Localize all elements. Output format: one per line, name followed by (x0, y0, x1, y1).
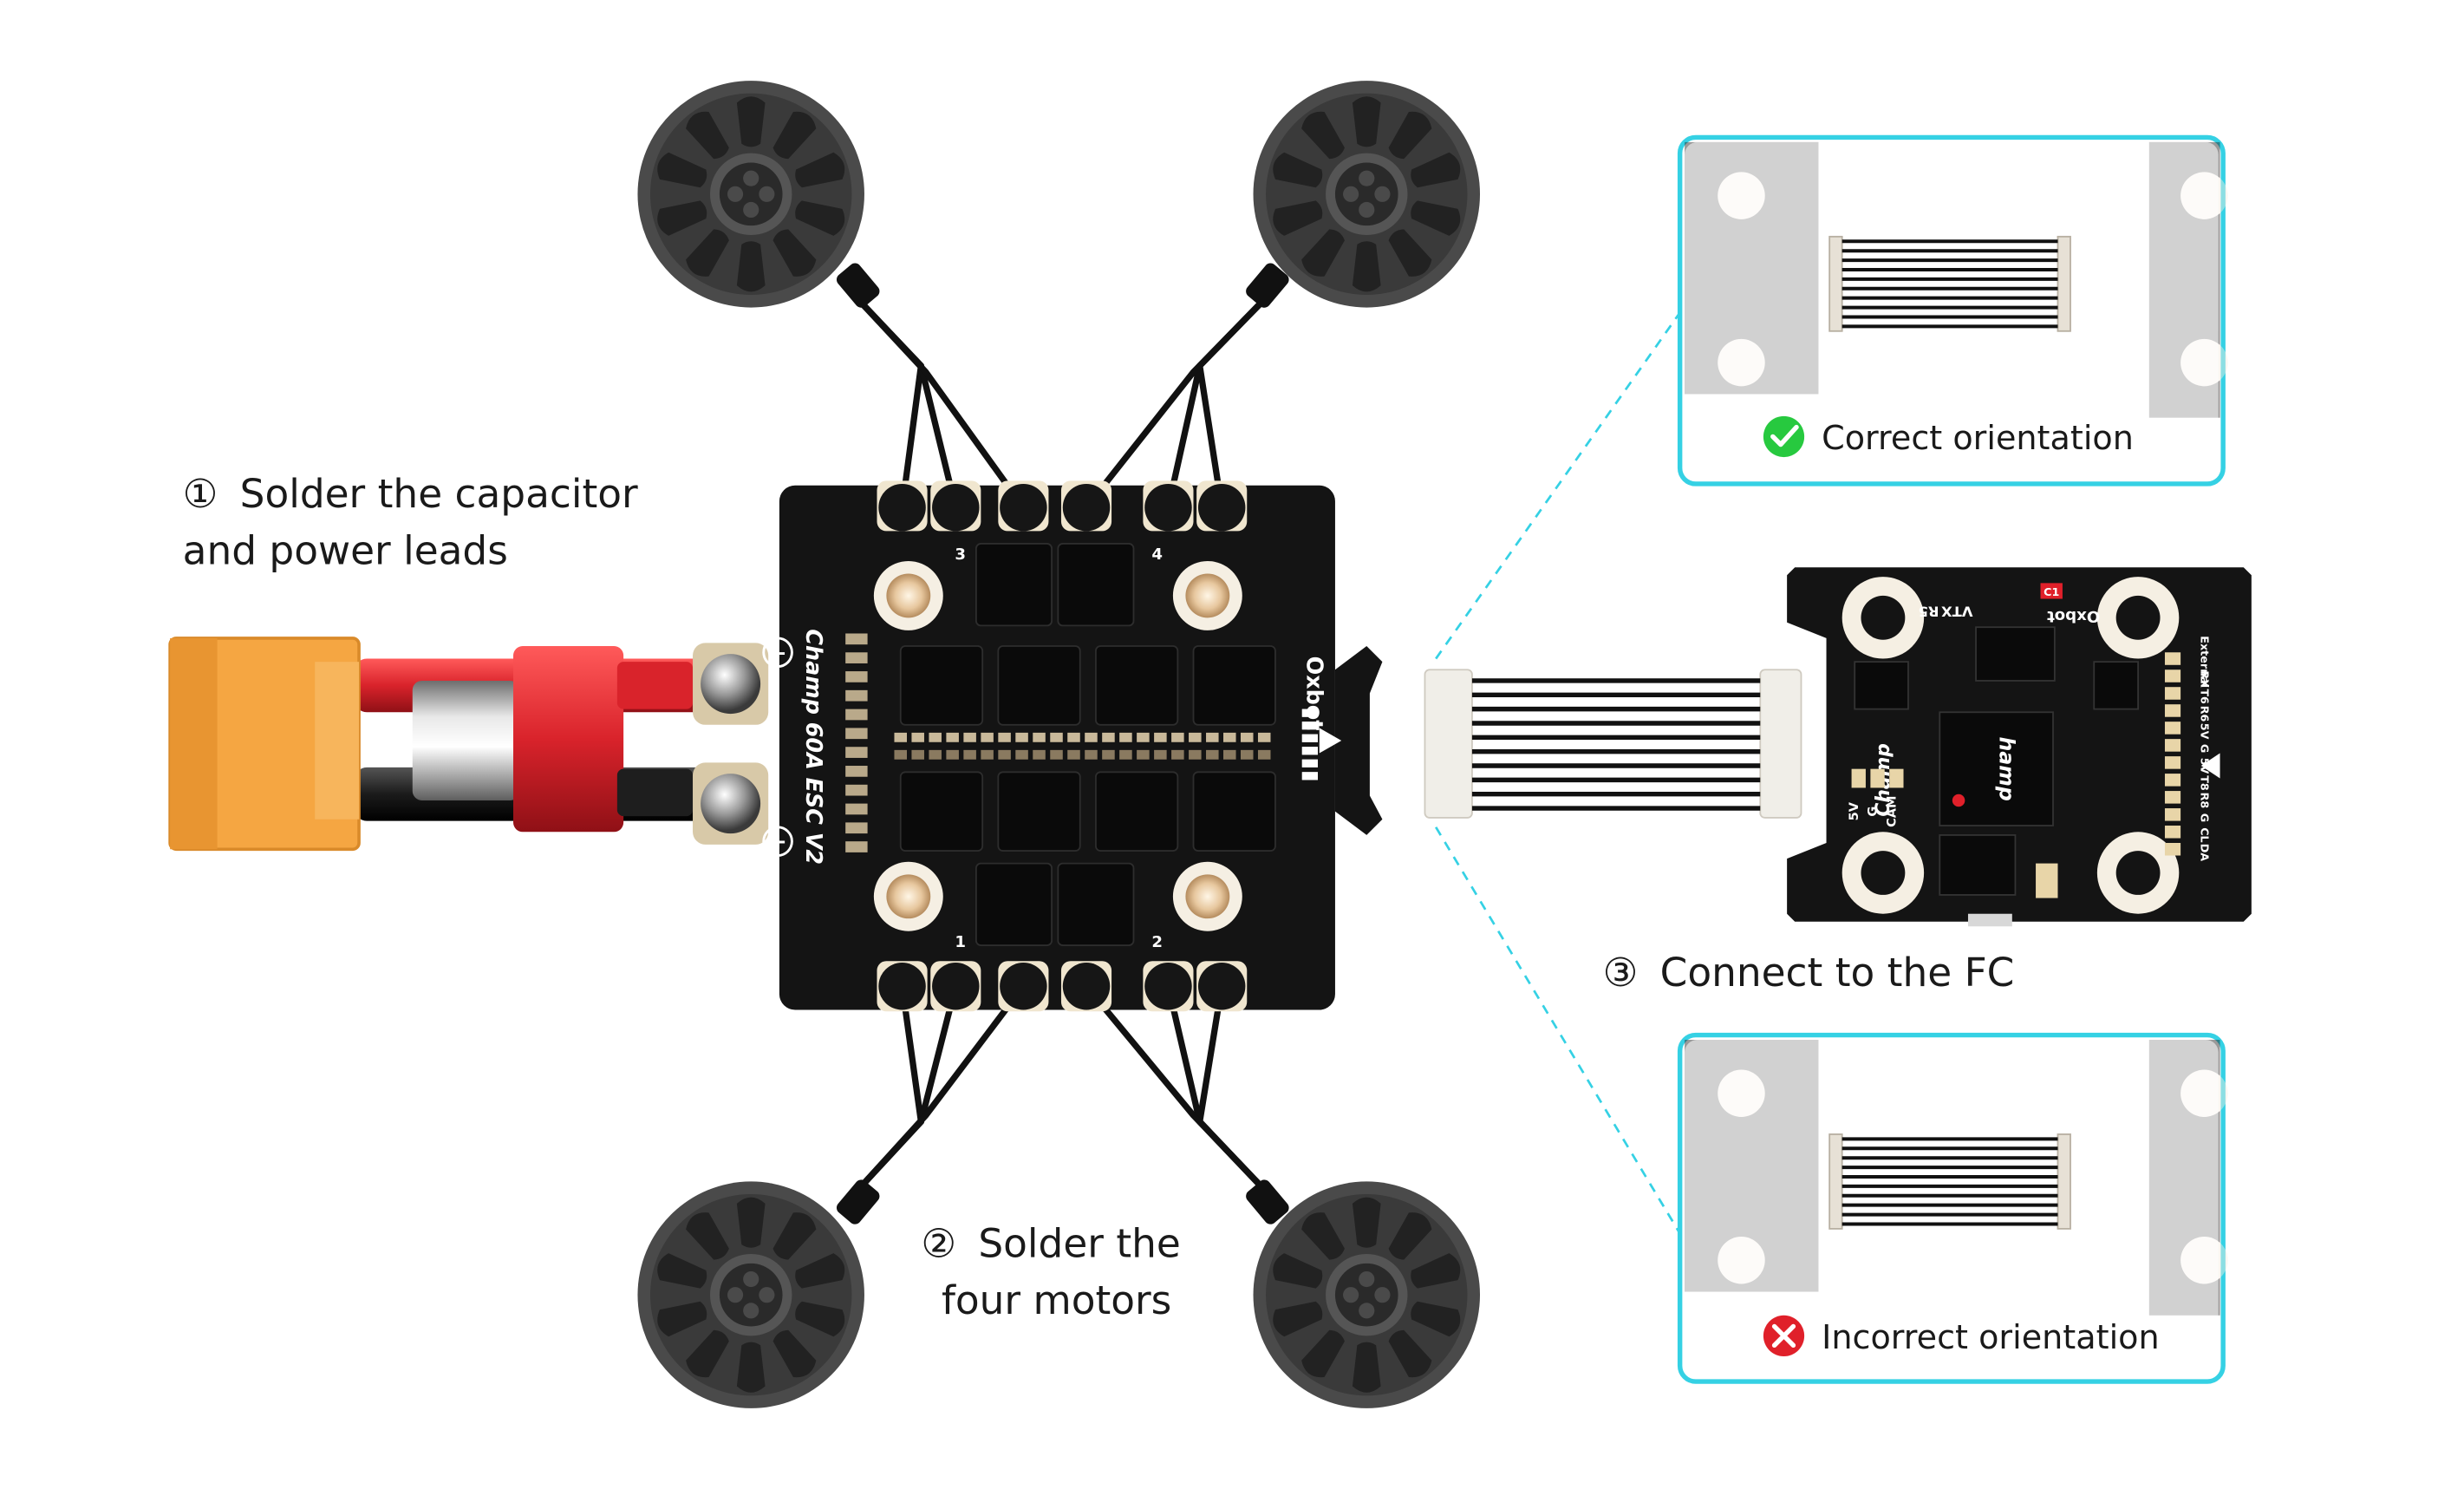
esc-fc-connector-tab (1334, 646, 1383, 835)
correct-orientation-panel: Correct orientation (1677, 134, 2228, 487)
motor-label-1: 1 (955, 933, 966, 951)
heatshrink-sleeve (513, 646, 624, 833)
incorrect-orientation-label: Incorrect orientation (1822, 1318, 2160, 1356)
svg-text:③ Connect to the FC: ③ Connect to the FC (1603, 950, 2015, 996)
capacitor-body (412, 680, 520, 800)
ribbon-cable (1424, 669, 1802, 819)
fc-c1-text: C1 (2044, 585, 2059, 598)
motor-wire-sleeves (836, 263, 1289, 1225)
fc-left-pad-label: 5V (1848, 801, 1861, 820)
plus-marker (762, 826, 793, 857)
step-2-line-1: Solder the (978, 1221, 1180, 1267)
motor-label-3: 3 (955, 545, 966, 564)
fc-r5-label: R5 (1919, 604, 1939, 620)
motor-label-4: 4 (1151, 545, 1163, 564)
fc-right-pad-label: T6 (2199, 689, 2212, 704)
fc-right-pad-label: CL (2199, 827, 2212, 842)
minus-marker (762, 637, 793, 669)
esc-brand-label: Oxbot (1301, 656, 1327, 731)
motor-bottom-right (1253, 1181, 1481, 1408)
battery-positive-solder-pad (701, 654, 761, 715)
svg-text:② Solder the: ② Solder the (921, 1221, 1180, 1267)
fc-right-pad-label: External (2199, 636, 2212, 688)
motor-bottom-left (637, 1181, 864, 1408)
fc-chip-logo: hamp (1994, 737, 2018, 801)
step-1-line-2: and power leads (183, 528, 508, 574)
fc-vtx-label: VTX (1941, 604, 1973, 620)
motor-label-2: 2 (1151, 933, 1163, 951)
esc-model-label: Champ 60A ESC V2 (801, 629, 827, 865)
fc-left-pad-label: CAM (1885, 796, 1899, 827)
fc-usb-port (1967, 913, 2012, 927)
correct-orientation-label: Correct orientation (1822, 419, 2134, 457)
fc-right-pad-label: R8 (2199, 793, 2212, 809)
fc-right-pad-label: G (2199, 744, 2212, 753)
fc-left-pads: 5V G CAM (1848, 768, 1904, 827)
esc-motor-solder-pads (877, 480, 1248, 1012)
fc-right-pad-label: DA (2199, 844, 2212, 862)
motor-top-right (1253, 81, 1481, 308)
fc-right-pad-label: R6 (2199, 706, 2212, 722)
esc-mosfets (899, 543, 1276, 946)
motor-top-left (637, 81, 864, 308)
plus-symbol: + (768, 828, 786, 854)
fc-right-pad-label: 5V (2199, 723, 2212, 740)
svg-text:① Solder the capacitor: ① Solder the capacitor (183, 471, 638, 517)
power-lead-assembly (168, 637, 709, 852)
step-2-line-2: four motors (942, 1277, 1171, 1323)
fc-right-pad-label: RX (2199, 670, 2212, 688)
esc-passive-components (845, 633, 1318, 852)
fc-brand-label: Oxbot (2047, 607, 2101, 625)
motor-wires (859, 301, 1263, 1188)
step-3-line-1: Connect to the FC (1660, 950, 2015, 996)
step-1-line-1: Solder the capacitor (240, 471, 638, 517)
fc-left-pad-label: G (1867, 807, 1881, 817)
minus-symbol: − (768, 639, 786, 665)
callout-lines (1435, 304, 1686, 1243)
step-2-marker: ② (921, 1221, 956, 1267)
step-1-marker: ① (183, 471, 218, 517)
esc-mounting-holes (873, 560, 1242, 931)
step-3-marker: ③ (1603, 950, 1639, 996)
esc-board: − + 3 4 1 2 Champ 60A ESC V2 Oxbot (693, 480, 1383, 1012)
battery-negative-solder-pad (701, 774, 761, 834)
check-icon (1763, 415, 1805, 458)
step-3-label: ③ Connect to the FC (1603, 950, 2015, 996)
step-1-label: ① Solder the capacitor and power leads (183, 471, 638, 573)
fc-c1-marker (2040, 583, 2063, 599)
fc-right-pad-label: T8 (2199, 775, 2212, 791)
fc-right-pad-label: G (2199, 813, 2212, 822)
step-2-label: ② Solder the four motors (921, 1221, 1180, 1323)
incorrect-orientation-panel: Incorrect orientation (1677, 1032, 2228, 1384)
